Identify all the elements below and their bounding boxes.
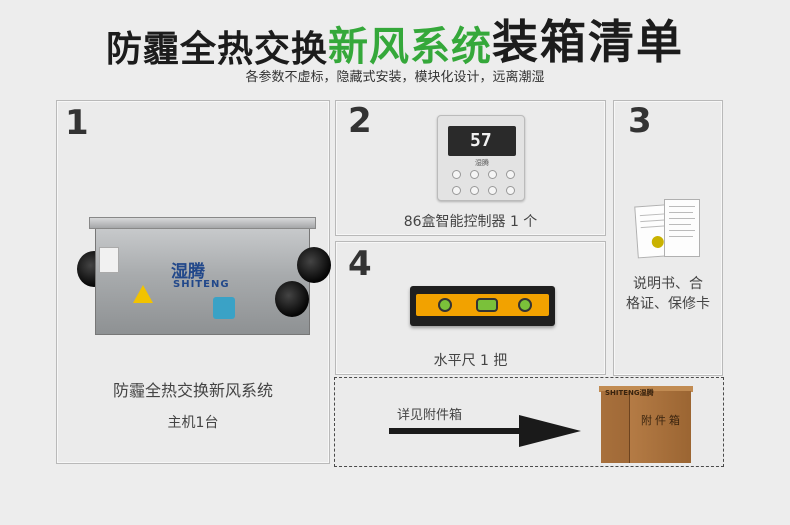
level-label: 水平尺 1 把 bbox=[433, 353, 508, 369]
spec-label bbox=[99, 247, 119, 273]
item-number-4: 4 bbox=[348, 244, 372, 284]
controller-button-icon bbox=[470, 170, 479, 179]
item-number-2: 2 bbox=[348, 101, 372, 141]
panel-documents: 3 说明书、合 格证、保修卡 bbox=[613, 100, 723, 376]
panel-level: 4 水平尺 1 把 bbox=[335, 241, 606, 375]
vial-icon bbox=[476, 298, 498, 312]
controller-logo: 湿腾 bbox=[475, 159, 489, 167]
panel-main-unit: 1 湿腾 SHITENG 防霾全热交换新风系统 主机1台 bbox=[56, 100, 331, 464]
panel-accessory-box: 详见附件箱 SHITENG湿腾 附件箱 bbox=[334, 377, 724, 467]
arrow-icon bbox=[389, 428, 529, 434]
controller-button-icon bbox=[452, 170, 461, 179]
controller-button-icon bbox=[488, 170, 497, 179]
unit-brand-cn: 湿腾 bbox=[171, 262, 205, 282]
box-text: 附件箱 bbox=[641, 414, 683, 427]
main-unit-quantity: 主机1台 bbox=[167, 415, 219, 431]
controller-button-icon bbox=[506, 186, 515, 195]
title-part-3: 装箱清单 bbox=[492, 15, 684, 69]
spirit-level-image bbox=[410, 286, 555, 326]
controller-button-icon bbox=[452, 186, 461, 195]
panel-controller: 2 57 湿腾 86盒智能控制器 1 个 bbox=[335, 100, 606, 236]
unit-brand-en: SHITENG bbox=[173, 279, 230, 290]
title-part-2: 新风系统 bbox=[328, 24, 492, 70]
title-part-1: 防霾全热交换 bbox=[105, 29, 328, 70]
item-number-3: 3 bbox=[628, 101, 652, 141]
duct-right-top-icon bbox=[297, 247, 331, 283]
certificate-image bbox=[664, 199, 700, 257]
box-brand: SHITENG湿腾 bbox=[605, 389, 654, 397]
arrow-head-icon bbox=[519, 415, 581, 447]
controller-button-icon bbox=[506, 170, 515, 179]
duct-right-bottom-icon bbox=[275, 281, 309, 317]
vial-icon bbox=[518, 298, 532, 312]
controller-label: 86盒智能控制器 1 个 bbox=[403, 214, 538, 230]
controller-button-icon bbox=[470, 186, 479, 195]
page-subtitle: 各参数不虚标，隐藏式安装，模块化设计，远离潮湿 bbox=[245, 70, 545, 85]
main-unit-name: 防霾全热交换新风系统 bbox=[112, 381, 273, 400]
documents-label-line1: 说明书、合 bbox=[633, 276, 703, 292]
accessory-note: 详见附件箱 bbox=[397, 408, 463, 423]
controller-image: 57 湿腾 bbox=[437, 115, 525, 201]
warning-icon bbox=[133, 285, 153, 303]
vial-icon bbox=[438, 298, 452, 312]
documents-label-line2: 格证、保修卡 bbox=[626, 296, 710, 312]
page-title: 防霾全热交换新风系统装箱清单 bbox=[0, 6, 790, 70]
item-number-1: 1 bbox=[65, 103, 89, 143]
main-unit-image: 湿腾 SHITENG bbox=[75, 217, 335, 337]
controller-button-icon bbox=[488, 186, 497, 195]
decal-icon bbox=[213, 297, 235, 319]
controller-display: 57 bbox=[448, 126, 516, 156]
seal-icon bbox=[651, 235, 665, 249]
